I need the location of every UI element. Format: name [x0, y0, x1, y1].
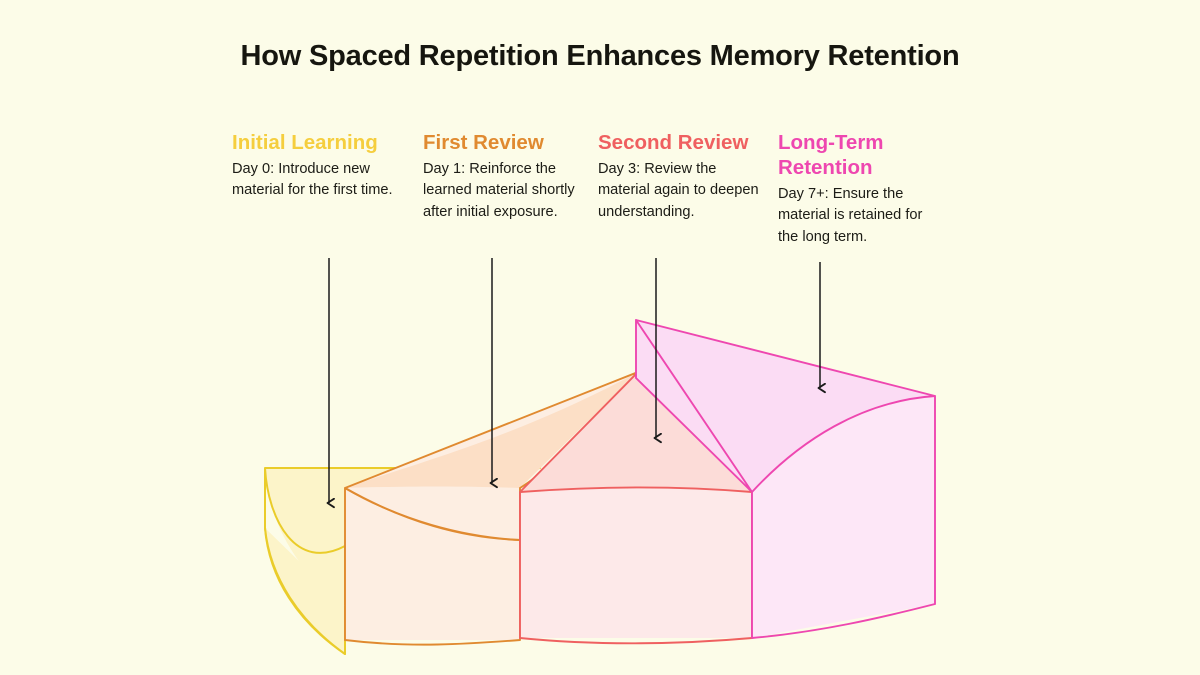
stage-label-second-review: Second Review: [598, 131, 749, 154]
wedge-long-term-retention-top-face: [636, 320, 935, 492]
stage-label-long-term-retention: Long-Term Retention: [778, 131, 884, 179]
wedge-second-review-top-face: [520, 372, 752, 492]
page-title: How Spaced Repetition Enhances Memory Re…: [240, 40, 960, 72]
wedge-first-review-arc-band: [345, 488, 520, 640]
stage-column-second-review: Second Review Day 3: Review the material…: [598, 130, 764, 223]
connector-arrows: [329, 258, 820, 503]
wedge-long-term-retention-front: [752, 396, 935, 638]
wedge-first-review-outer-arc: [344, 487, 521, 541]
wedge-long-term-retention-edges: [635, 319, 936, 639]
stage-description-long-term-retention: Day 7+: Ensure the material is retained …: [778, 186, 923, 245]
stage-description-second-review: Day 3: Review the material again to deep…: [598, 161, 759, 220]
stage-description-initial-learning: Day 0: Introduce new material for the fi…: [232, 161, 393, 199]
wedge-initial-learning-lower-arc: [264, 527, 346, 655]
wedge-first-review: [344, 371, 639, 646]
stage-label-initial-learning: Initial Learning: [232, 131, 378, 154]
stage-column-initial-learning: Initial Learning Day 0: Introduce new ma…: [232, 130, 408, 202]
wedge-long-term-retention: [635, 319, 936, 639]
stage-label-first-review: First Review: [423, 131, 544, 154]
stage-column-long-term-retention: Long-Term Retention Day 7+: Ensure the m…: [778, 130, 923, 248]
stage-column-first-review: First Review Day 1: Reinforce the learne…: [423, 130, 583, 223]
stage-description-first-review: Day 1: Reinforce the learned material sh…: [423, 161, 575, 220]
